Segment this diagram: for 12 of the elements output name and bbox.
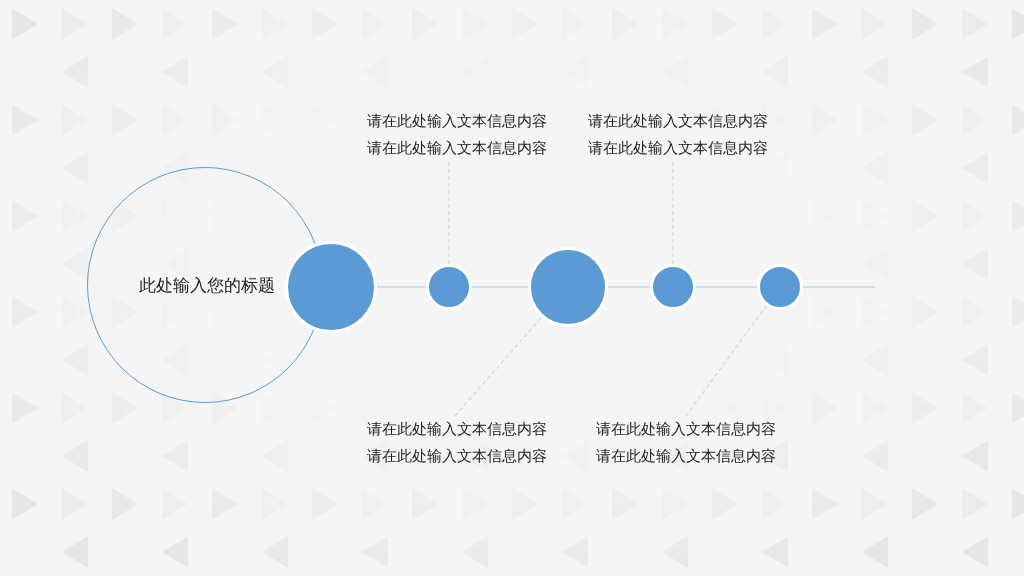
leader-line [685,305,768,417]
body-text: 请在此处输入文本信息内容请在此处输入文本信息内容 [596,416,784,470]
body-text: 请在此处输入文本信息内容请在此处输入文本信息内容 [588,108,776,162]
leader-line [454,316,543,417]
connector-line [471,286,529,288]
body-text: 请在此处输入文本信息内容请在此处输入文本信息内容 [367,416,555,470]
connector-line [695,286,758,288]
connector-line [607,286,651,288]
connector-line [376,286,427,288]
body-text: 请在此处输入文本信息内容请在此处输入文本信息内容 [367,108,555,162]
title-text: 此处输入您的标题 [139,274,275,297]
connector-line [802,286,876,288]
